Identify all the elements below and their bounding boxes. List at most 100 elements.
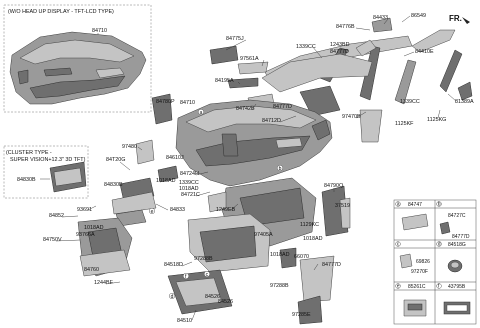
legend-cell-e: e 85261C <box>395 283 427 317</box>
legend-part-b: 84727C <box>448 213 466 219</box>
svg-text:f: f <box>185 274 187 280</box>
legend-cell-b: b 84727C 84777D <box>436 201 470 240</box>
front-direction-label: FR. <box>449 14 462 23</box>
cluster-fascia-3d <box>49 161 87 193</box>
label-97288B-b: 97288B <box>270 283 289 289</box>
label-84760: 84760 <box>84 267 99 273</box>
label-84777D-b: 84777D <box>273 104 292 110</box>
label-84610J: 84610J <box>166 155 184 161</box>
label-84777D-c: 84777D <box>322 262 341 268</box>
legend-part-e: 85261C <box>408 284 426 290</box>
callout-a: a <box>197 108 204 116</box>
label-66070: 66070 <box>294 254 309 260</box>
side-cover <box>321 185 351 237</box>
label-84742B: 84742B <box>236 106 255 112</box>
label-84526-a: 84526 <box>205 294 220 300</box>
inset-no-hud-caption: (W/O HEAD UP DISPLAY - TFT-LCD TYPE) <box>8 9 114 15</box>
glove-box <box>167 269 233 315</box>
label-84830B: 84830B <box>104 182 123 188</box>
driver-lower-panel <box>77 217 133 277</box>
svg-text:e: e <box>151 209 154 215</box>
label-93691: 93691 <box>77 207 92 213</box>
svg-text:b: b <box>438 202 441 208</box>
label-84775J: 84775J <box>226 36 244 42</box>
inset-cluster-frame <box>3 145 89 199</box>
label-97405A: 97405A <box>254 232 273 238</box>
callout-e: e <box>148 207 155 215</box>
label-84518D: 84518D <box>164 262 183 268</box>
callout-d: d <box>168 293 175 300</box>
label-84776B: 84776B <box>336 24 355 30</box>
label-1249EB: 1249EB <box>216 207 236 213</box>
label-84710: 84710 <box>180 100 195 106</box>
callout-f: f <box>182 273 189 280</box>
front-arrow-icon <box>462 17 470 24</box>
svg-text:d: d <box>438 242 441 248</box>
label-84833: 84833 <box>170 207 185 213</box>
legend-part-d: 84518G <box>448 242 466 248</box>
svg-text:d: d <box>171 294 174 300</box>
label-1018AD-b: 1018AD <box>179 186 199 192</box>
lower-brackets <box>279 247 335 325</box>
legend-sub-c: 97270F <box>411 269 428 275</box>
callout-b: b <box>277 164 284 172</box>
label-97288B-a: 97288B <box>194 256 213 262</box>
legend-sub-b: 84777D <box>452 234 470 240</box>
inset-cluster-part-label: 84830B <box>17 177 36 183</box>
label-84790Q: 84790Q <box>324 183 343 189</box>
callout-c: c <box>203 271 210 278</box>
inset-no-hud-frame <box>3 4 152 113</box>
label-84433: 84433 <box>373 15 388 21</box>
label-1243BD: 1243BD <box>330 42 350 48</box>
label-97285E: 97285E <box>292 312 311 318</box>
label-1125KF: 1125KF <box>395 121 414 127</box>
label-84T20G: 84T20G <box>106 157 125 163</box>
lower-center-crash-pad <box>187 213 271 273</box>
label-84724H: 84724H <box>180 171 199 177</box>
label-84526-b: 84526 <box>218 299 233 305</box>
label-93766A: 93766A <box>76 232 95 238</box>
svg-text:c: c <box>206 272 209 278</box>
inset-cluster-caption-1: (CLUSTER TYPE - <box>6 150 52 156</box>
inset-cluster-caption-2: SUPER VISION+12.3" 3D TFT) <box>10 157 86 163</box>
svg-text:e: e <box>397 284 400 290</box>
label-81389A: 81389A <box>455 99 474 105</box>
label-97561A: 97561A <box>240 56 259 62</box>
label-1018AD-c: 1018AD <box>84 225 104 231</box>
label-1339CC-b: 1339CC <box>400 99 420 105</box>
label-84852: 84852 <box>49 213 64 219</box>
legend-table <box>393 199 477 325</box>
label-84780P: 84780P <box>156 99 175 105</box>
label-84510: 84510 <box>177 318 192 324</box>
label-86549: 86549 <box>411 13 426 19</box>
svg-text:c: c <box>397 242 400 248</box>
svg-text:a: a <box>200 110 203 116</box>
label-84721C: 84721C <box>181 192 200 198</box>
legend-cell-d: d 84518G <box>436 241 466 273</box>
svg-text:b: b <box>279 166 282 172</box>
label-1018AD-a: 1018AD <box>156 178 176 184</box>
label-84777D-a: 84777D <box>330 49 349 55</box>
svg-text:f: f <box>438 284 440 290</box>
legend-cell-f: f 43795B <box>436 283 471 315</box>
label-1339CC-c: 1339CC <box>179 180 199 186</box>
label-37519: 37519 <box>335 203 350 209</box>
main-dashboard <box>175 99 333 187</box>
label-97470B: 97470B <box>342 114 361 120</box>
label-84410E: 84410E <box>415 49 434 55</box>
cluster-fascia <box>111 139 179 227</box>
label-84750V: 84750V <box>43 237 62 243</box>
label-1018AD-d: 1018AD <box>303 236 323 242</box>
label-1018AD-e: 1018AD <box>270 252 290 258</box>
label-84712D: 84712D <box>262 118 281 124</box>
label-84195A: 84195A <box>215 78 234 84</box>
label-1339CC-a: 1339CC <box>296 44 316 50</box>
label-1129KC: 1129KC <box>300 222 319 228</box>
label-1244BF: 1244BF <box>94 280 114 286</box>
svg-text:a: a <box>397 202 400 208</box>
heat-shield <box>151 93 173 125</box>
inset-no-hud-part-label: 84710 <box>92 28 107 34</box>
label-97480: 97480 <box>122 144 137 150</box>
dashboard-panel-no-hud <box>9 31 147 105</box>
